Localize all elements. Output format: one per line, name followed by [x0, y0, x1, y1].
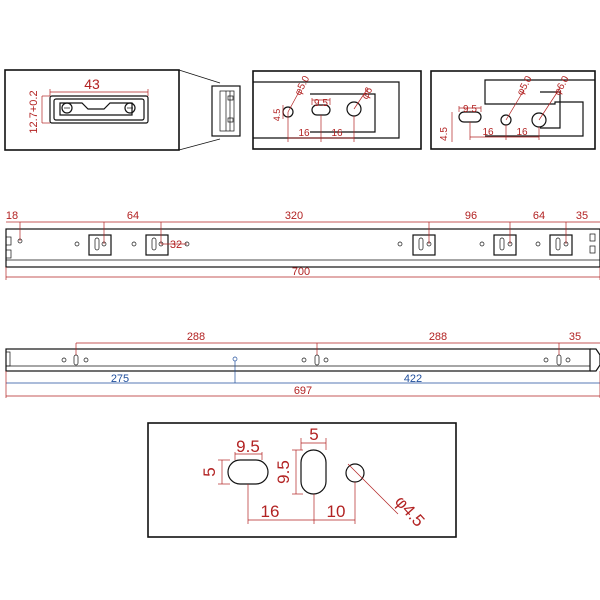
- front-spacing-a-label: 16: [298, 128, 310, 139]
- cross-section-width-label: 43: [84, 76, 100, 92]
- cabinet-dim-288a: 288: [187, 331, 205, 343]
- vertical-slot-height-label: 9.5: [274, 460, 293, 484]
- hole-detail-frame: [147, 422, 457, 538]
- cabinet-length-697: 697: [294, 385, 312, 397]
- cabinet-dim-275: 275: [111, 373, 129, 385]
- cross-section-frame: [4, 69, 180, 151]
- round-hole: [345, 463, 365, 483]
- rear-height-label: 4.5: [439, 127, 450, 141]
- rear-spacing-b-label: 16: [516, 127, 528, 138]
- drawer-dim-18: 18: [6, 210, 18, 222]
- cabinet-hole-group-1: [61, 354, 89, 366]
- drawer-dim-64b: 64: [533, 210, 545, 222]
- cabinet-dim-35: 35: [569, 331, 581, 343]
- drawer-member-body: [5, 228, 600, 268]
- horizontal-slot-height-label: 5: [200, 467, 219, 476]
- front-hole-dia2-label: φ6: [360, 85, 376, 101]
- drawer-member-view: 18 64 320 96 64 35 32 700: [5, 210, 600, 280]
- drawer-dim-32: 32: [170, 239, 182, 251]
- rear-bracket-frame: [430, 70, 596, 150]
- cross-section-panel: 43 12.7+0.2: [4, 69, 241, 151]
- front-bracket-frame: [252, 70, 422, 150]
- hole-spacing-10-label: 10: [327, 502, 346, 521]
- cross-section-height-label: 12.7+0.2: [28, 90, 40, 133]
- rail-profile: [49, 95, 149, 124]
- hole-spacing-16-label: 16: [261, 502, 280, 521]
- drawer-dim-96: 96: [465, 210, 477, 222]
- cabinet-member-view: 288 288 35 275 422 697: [5, 331, 600, 398]
- drawer-hole-group-3: [397, 234, 436, 256]
- cabinet-center-hole: [232, 356, 238, 362]
- rear-hole-dia2-label: φ6.0: [552, 74, 572, 98]
- horizontal-slot: [227, 459, 269, 485]
- front-spacing-b-label: 16: [331, 128, 343, 139]
- drawer-dim-320: 320: [285, 210, 303, 222]
- projection-line-top: [178, 69, 221, 84]
- cabinet-member-body: [5, 348, 591, 372]
- rear-hole-dia-label: φ5.0: [515, 74, 535, 98]
- drawer-hole-group-2: [131, 234, 190, 256]
- rail-side-view: [211, 85, 241, 137]
- front-hole-dia-label: φ5.0: [293, 74, 312, 98]
- drawer-dim-35: 35: [576, 210, 588, 222]
- rear-bracket-detail-panel: φ5.0 φ6.0 9.5 4.5 16 16: [430, 70, 596, 150]
- round-hole-dia-label: φ4.5: [391, 492, 428, 530]
- drawer-length-700: 700: [292, 266, 310, 278]
- drawer-dim-64a: 64: [127, 210, 139, 222]
- drawer-hole-group-5: [535, 234, 573, 256]
- cabinet-dim-422: 422: [404, 373, 422, 385]
- cabinet-hole-group-3: [543, 354, 571, 366]
- cabinet-hole-group-2: [301, 354, 329, 366]
- front-slot-label: 9.5: [314, 98, 328, 109]
- front-height-label: 4.5: [272, 109, 282, 122]
- cabinet-dim-288b: 288: [429, 331, 447, 343]
- vertical-slot: [300, 449, 327, 495]
- hole-detail-panel: 9.5 5 5 9.5 16 10 φ4.5: [147, 422, 457, 538]
- vertical-slot-width-label: 5: [309, 425, 318, 444]
- front-bracket-detail-panel: φ5.0 φ6 9.5 4.5 16 16: [252, 70, 422, 150]
- projection-line-bottom: [178, 138, 221, 151]
- rear-spacing-a-label: 16: [482, 127, 494, 138]
- drawer-hole-group-1: [74, 234, 112, 256]
- drawer-hole-group-4: [479, 234, 517, 256]
- rear-slot-label: 9.5: [463, 104, 477, 115]
- horizontal-slot-width-label: 9.5: [236, 437, 260, 456]
